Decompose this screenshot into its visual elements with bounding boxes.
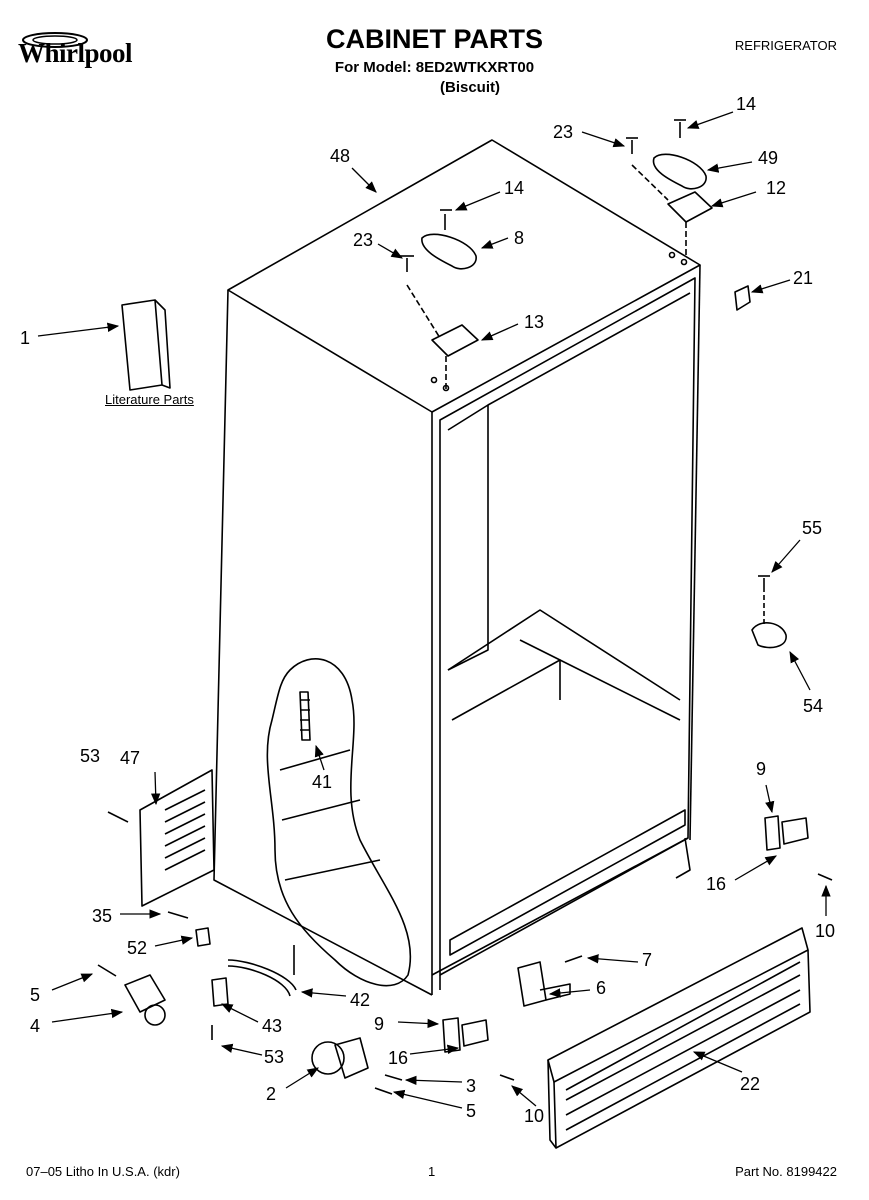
base-grille bbox=[547, 927, 811, 1149]
callout-53-bottom: 53 bbox=[264, 1047, 284, 1067]
callout-35: 35 bbox=[92, 906, 112, 926]
callout-3: 3 bbox=[466, 1076, 476, 1096]
front-roller-right bbox=[311, 1037, 403, 1095]
callout-23-top-right: 23 bbox=[553, 122, 573, 142]
cabinet-shell bbox=[213, 139, 701, 996]
cabinet-cutaway bbox=[266, 658, 412, 987]
top-hinge-right bbox=[626, 119, 713, 266]
callout-10-bottom: 10 bbox=[524, 1106, 544, 1126]
model-line: For Model: 8ED2WTKXRT00 bbox=[334, 59, 535, 76]
bottom-hinge-right bbox=[764, 815, 833, 881]
callout-13: 13 bbox=[524, 312, 544, 332]
callout-43: 43 bbox=[262, 1016, 282, 1036]
bottom-hinge-center bbox=[442, 1017, 515, 1081]
callout-labels: 14 23 49 12 48 14 23 8 21 1 13 55 54 53 … bbox=[20, 94, 835, 1126]
literature-parts-book bbox=[121, 299, 171, 391]
callout-49: 49 bbox=[758, 148, 778, 168]
footer-litho: 07–05 Litho In U.S.A. (kdr) bbox=[26, 1164, 180, 1179]
callout-4: 4 bbox=[30, 1016, 40, 1036]
color-label: (Biscuit) bbox=[440, 79, 500, 96]
front-roller-left bbox=[97, 964, 166, 1026]
callout-12: 12 bbox=[766, 178, 786, 198]
callout-55: 55 bbox=[802, 518, 822, 538]
callout-41: 41 bbox=[312, 772, 332, 792]
footer-page-number: 1 bbox=[428, 1164, 436, 1179]
callout-54: 54 bbox=[803, 696, 823, 716]
page-title: CABINET PARTS bbox=[325, 24, 543, 54]
callout-10-right: 10 bbox=[815, 921, 835, 941]
literature-parts-label: Literature Parts bbox=[105, 392, 194, 407]
leader-arrows bbox=[37, 111, 831, 1109]
callout-6: 6 bbox=[596, 978, 606, 998]
callout-47: 47 bbox=[120, 748, 140, 768]
callout-48: 48 bbox=[330, 146, 350, 166]
side-grille bbox=[107, 769, 215, 907]
footer-part-number: Part No. 8199422 bbox=[735, 1164, 837, 1179]
callout-7: 7 bbox=[642, 950, 652, 970]
callout-16-bottom: 16 bbox=[388, 1048, 408, 1068]
clip-52 bbox=[195, 927, 211, 947]
callout-1: 1 bbox=[20, 328, 30, 348]
callout-52: 52 bbox=[127, 938, 147, 958]
callout-42: 42 bbox=[350, 990, 370, 1010]
callout-8: 8 bbox=[514, 228, 524, 248]
callout-5-bottom: 5 bbox=[466, 1101, 476, 1121]
drain-tube bbox=[299, 691, 311, 741]
bottom-bracket bbox=[517, 955, 583, 1007]
top-hinge-left bbox=[400, 209, 479, 392]
screw-35 bbox=[167, 911, 189, 919]
water-tube bbox=[211, 945, 297, 1040]
callout-9-bottom: 9 bbox=[374, 1014, 384, 1034]
callout-5-left: 5 bbox=[30, 985, 40, 1005]
callout-21: 21 bbox=[793, 268, 813, 288]
callout-53-left: 53 bbox=[80, 746, 100, 766]
product-type: REFRIGERATOR bbox=[734, 38, 837, 53]
callout-2: 2 bbox=[266, 1084, 276, 1104]
callout-14-top-left: 14 bbox=[504, 178, 524, 198]
cam-bracket bbox=[751, 575, 787, 649]
callout-16-right: 16 bbox=[706, 874, 726, 894]
callout-22: 22 bbox=[740, 1074, 760, 1094]
logo-swirl-icon bbox=[22, 32, 88, 48]
callout-14-top-right: 14 bbox=[736, 94, 756, 114]
plug-part bbox=[734, 285, 751, 311]
whirlpool-logo: Whirlpool bbox=[18, 32, 133, 69]
callout-9-right: 9 bbox=[756, 759, 766, 779]
callout-23-top-left: 23 bbox=[353, 230, 373, 250]
